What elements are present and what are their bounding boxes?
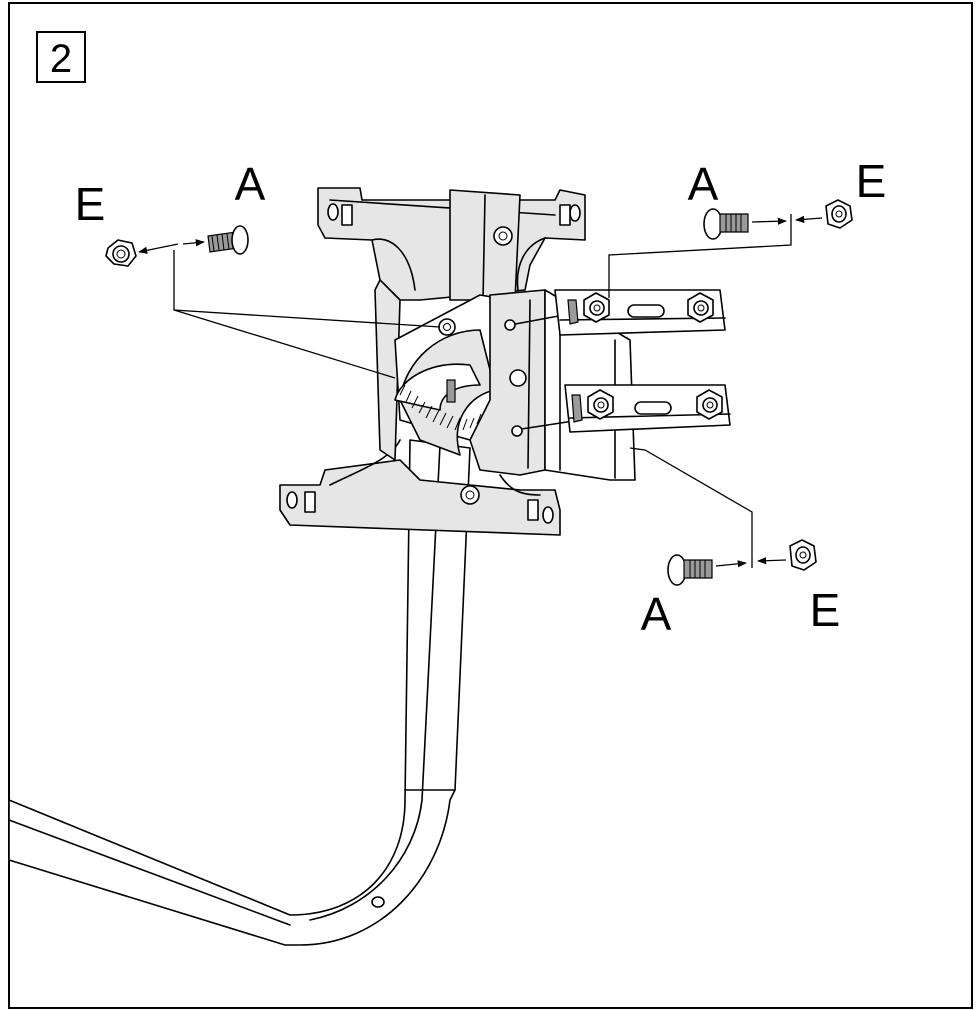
- label-e-bottom-right: E: [810, 584, 841, 636]
- step-number: 2: [50, 37, 72, 81]
- page-frame: [8, 2, 973, 1009]
- flange-nut-top-right: [825, 199, 853, 229]
- pole-clamp-assembly: [469, 289, 731, 481]
- mounting-plate: [279, 187, 586, 536]
- label-e-left: E: [75, 178, 106, 230]
- label-e-top-right: E: [856, 155, 887, 207]
- hardware-top-right: [608, 199, 853, 298]
- hardware-left: [105, 225, 441, 379]
- label-a-top-right: A: [688, 158, 719, 210]
- angle-bracket: [394, 294, 521, 456]
- carriage-bolt-left: [207, 225, 249, 255]
- label-a-bottom-right: A: [641, 588, 672, 640]
- hardware-bottom-right: [629, 447, 817, 586]
- carriage-bolt-top-right: [703, 208, 749, 240]
- flange-nut-left: [105, 239, 137, 267]
- step-badge: 2: [36, 31, 86, 83]
- label-a-left: A: [235, 158, 266, 210]
- carriage-bolt-bottom-right: [667, 554, 713, 586]
- flange-nut-bottom-right: [789, 539, 817, 571]
